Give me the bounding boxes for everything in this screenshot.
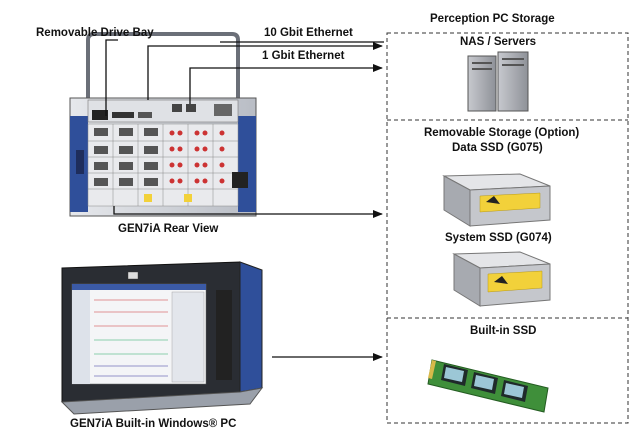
nas-server-graphic — [467, 51, 529, 112]
channel-connectors — [169, 130, 225, 184]
data-ssd-graphic — [442, 173, 551, 227]
gen7ia-rear-device — [69, 32, 257, 217]
channel-grid — [87, 123, 239, 207]
gen7ia-pc-device — [60, 261, 264, 415]
builtin-ssd-graphic — [427, 359, 549, 413]
arrow-rear-to-removable — [113, 206, 383, 218]
label-10gbit-ethernet: 10 Gbit Ethernet — [264, 27, 353, 39]
label-nas-servers: NAS / Servers — [460, 36, 537, 48]
arrow-1gbit — [189, 64, 383, 104]
drive-bay-slot — [92, 110, 108, 120]
label-removable-drive-bay: Removable Drive Bay — [36, 27, 154, 39]
drive-bay-leader — [105, 39, 118, 116]
label-data-ssd: Data SSD (G075) — [452, 142, 543, 154]
label-1gbit-ethernet: 1 Gbit Ethernet — [262, 50, 345, 62]
label-rear-view: GEN7iA Rear View — [118, 223, 219, 235]
storage-panel — [386, 32, 629, 424]
screen-traces — [94, 299, 168, 327]
label-removable-storage: Removable Storage (Option) — [424, 127, 580, 139]
connection-arrows — [105, 39, 383, 361]
arrow-10gbit — [147, 42, 383, 100]
label-builtin-ssd: Built-in SSD — [470, 325, 537, 337]
label-builtin-pc: GEN7iA Built-in Windows® PC — [70, 418, 237, 430]
label-system-ssd: System SSD (G074) — [445, 232, 552, 244]
system-ssd-graphic — [452, 251, 551, 307]
label-perception-storage: Perception PC Storage — [430, 13, 555, 25]
power-inlet — [232, 172, 248, 188]
